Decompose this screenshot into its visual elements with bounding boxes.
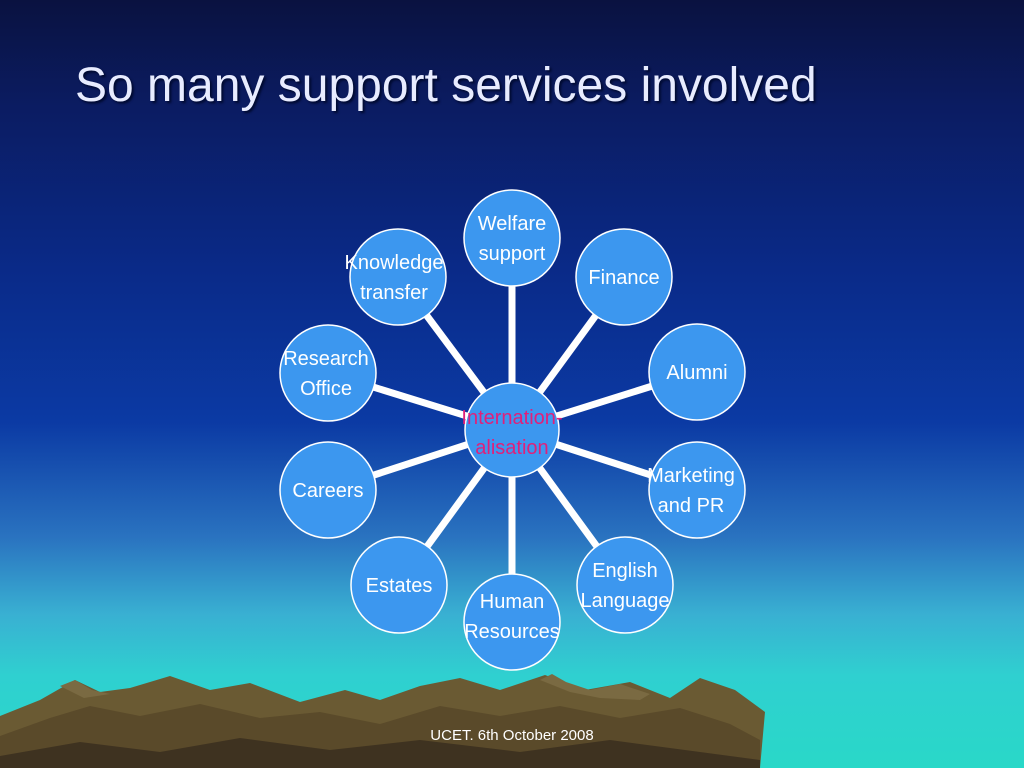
node-label-english-language: Language [581, 590, 670, 612]
spoke-research-office [370, 383, 471, 421]
node-circle-welfare-support [463, 189, 561, 287]
spoke-marketing-and-pr [553, 440, 655, 480]
node-label-marketing-and-pr: Marketing [647, 465, 735, 487]
node-label-knowledge-transfer: transfer [360, 282, 428, 304]
node-label-welfare-support: support [479, 243, 546, 265]
spoke-careers [370, 440, 471, 480]
node-circle-careers [279, 441, 377, 539]
spoke-knowledge-transfer [422, 311, 488, 397]
node-label-human-resources: Resources [464, 621, 560, 643]
node-label-careers: Careers [292, 480, 363, 502]
node-label-knowledge-transfer: Knowledge [345, 252, 444, 274]
node-label-english-language: English [592, 560, 658, 582]
node-estates: Estates [350, 536, 448, 634]
node-circle-marketing-and-pr [648, 441, 746, 539]
node-circle-estates [350, 536, 448, 634]
node-label-alumni: Alumni [666, 362, 727, 384]
node-careers: Careers [279, 441, 377, 539]
node-label-research-office: Office [300, 378, 352, 400]
spokes [370, 284, 655, 576]
node-label-estates: Estates [366, 575, 433, 597]
center-node: Internation-alisation [461, 382, 563, 478]
spoke-finance [535, 312, 600, 396]
node-welfare-support: Welfare support [463, 189, 561, 287]
spoke-alumni [553, 382, 655, 420]
node-label-research-office: Research [283, 348, 369, 370]
node-finance: Finance [575, 228, 673, 326]
node-circle-human-resources [463, 573, 561, 671]
node-label-human-resources: Human [480, 591, 544, 613]
node-circle-research-office [279, 324, 377, 422]
spoke-estates [423, 464, 489, 550]
spoke-english-language [535, 464, 601, 550]
node-label-finance: Finance [588, 267, 659, 289]
mountain-range [0, 674, 765, 768]
node-knowledge-transfer: Knowledge transfer [345, 228, 447, 326]
node-circle-english-language [576, 536, 674, 634]
node-label-marketing-and-pr: and PR [658, 495, 725, 517]
center-label: Internation- [461, 407, 562, 429]
node-circle-knowledge-transfer [349, 228, 447, 326]
node-circle-finance [575, 228, 673, 326]
center-circle [464, 382, 560, 478]
node-marketing-and-pr: Marketing and PR [647, 441, 746, 539]
center-label: alisation [475, 437, 548, 459]
slide-title: So many support services involved [75, 59, 817, 112]
node-label-welfare-support: Welfare [478, 213, 547, 235]
node-alumni: Alumni [648, 323, 746, 421]
slide-footer: UCET. 6th October 2008 [430, 727, 594, 744]
node-circle-alumni [648, 323, 746, 421]
